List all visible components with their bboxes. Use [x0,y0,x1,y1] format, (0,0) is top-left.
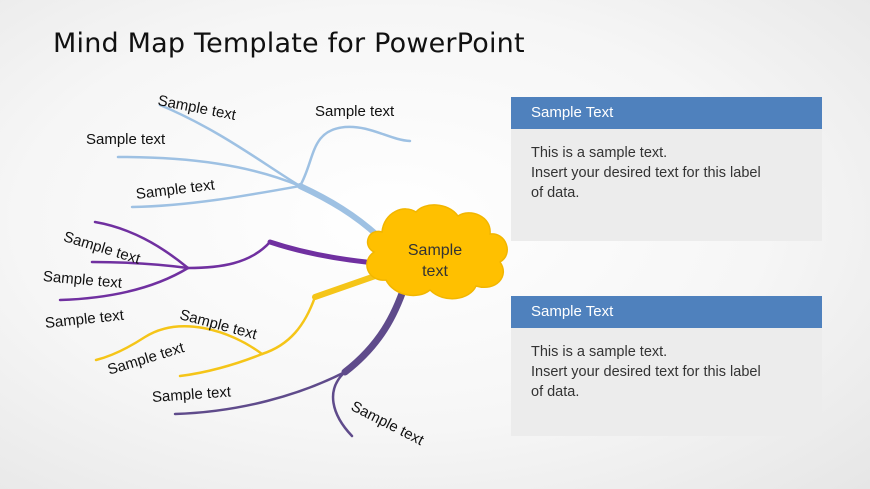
dark-purple-branch-line [173,370,347,416]
info-card-line: of data. [531,384,580,400]
slide-title: Mind Map Template for PowerPoint [53,28,525,59]
blue-branch [116,103,412,239]
cloud-shape [366,204,508,300]
branch-label: Sample text [315,103,395,120]
yellow-branch-trunk [312,272,381,300]
yellow-branch-line [260,295,317,356]
info-card: Sample Text This is a sample text. Inser… [511,97,822,241]
info-card-body: This is a sample text. Insert your desir… [511,328,822,436]
info-card-body: This is a sample text. Insert your desir… [511,129,822,241]
purple-branch-trunk [267,239,369,265]
info-card-line: This is a sample text. [531,344,668,360]
info-card-line: of data. [531,185,580,201]
purple-branch-line [58,266,190,302]
purple-branch-line [186,240,272,270]
yellow-branch-line [94,325,264,362]
dark-purple-branch-trunk [341,281,409,376]
purple-branch-line [93,220,190,270]
center-cloud [366,204,508,300]
yellow-branch [94,272,381,378]
blue-branch-line [116,155,302,188]
dark-purple-branch [173,281,409,438]
info-card: Sample Text This is a sample text. Inser… [511,296,822,436]
info-card-line: Insert your desired text for this label [531,364,761,380]
branch-label: Sample text [86,131,166,148]
yellow-branch-line [178,352,264,378]
blue-branch-line [130,184,302,209]
dark-purple-branch-line [331,370,354,438]
blue-branch-line [298,125,412,188]
purple-branch [58,220,369,302]
blue-branch-line [158,103,302,188]
info-card-line: Insert your desired text for this label [531,165,761,181]
purple-branch-line [90,260,190,270]
info-card-line: This is a sample text. [531,145,668,161]
blue-branch-trunk [297,183,381,239]
info-card-header: Sample Text [511,296,822,328]
info-card-header: Sample Text [511,97,822,129]
